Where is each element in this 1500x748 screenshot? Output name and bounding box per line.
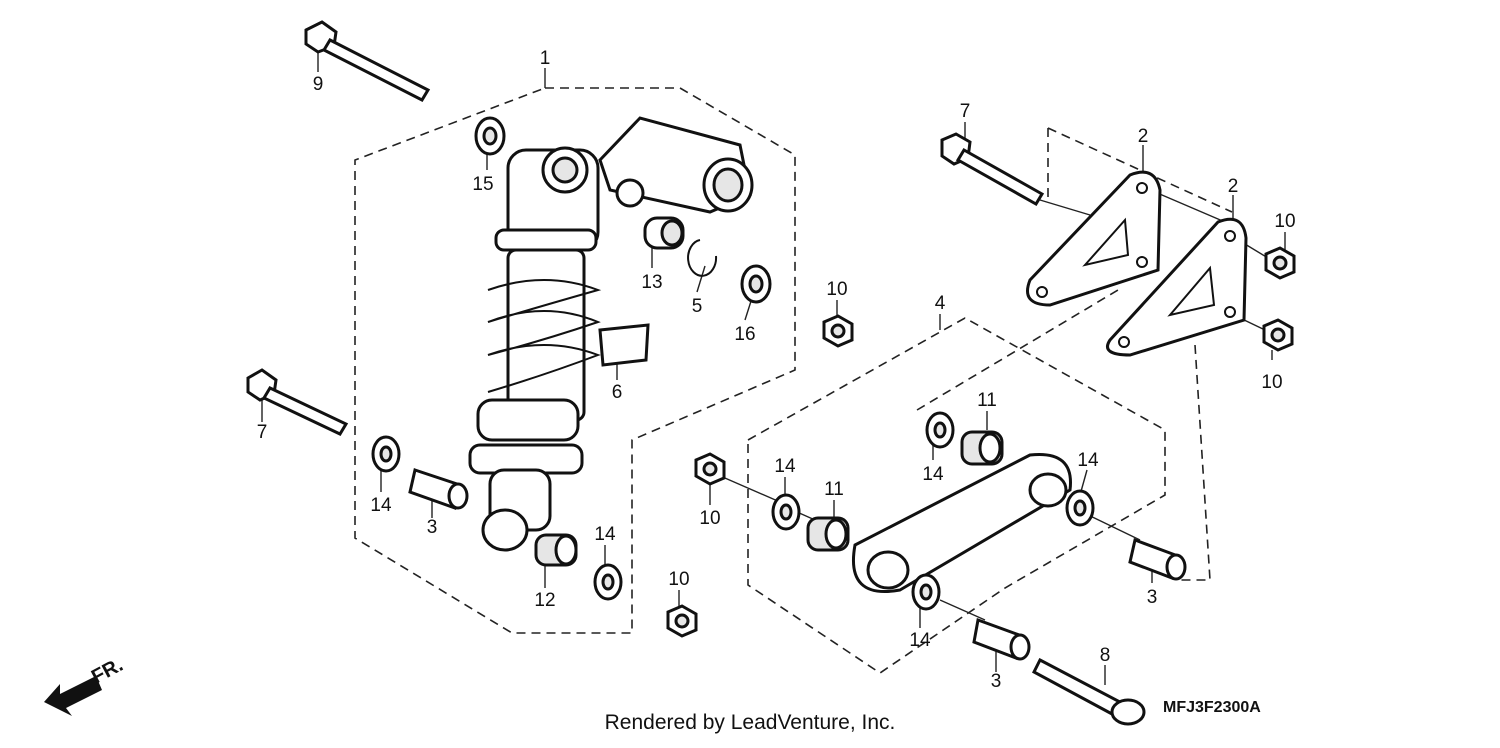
part-label: 10 [668, 569, 689, 590]
bolt-7-right-icon [940, 132, 1045, 207]
seal-14-d-icon [771, 493, 801, 531]
part-label: 7 [257, 422, 268, 443]
part-label: 13 [641, 272, 662, 293]
part-label: 14 [370, 495, 392, 516]
part-label: 14 [922, 464, 944, 485]
bracket-outline [1047, 127, 1233, 581]
bearing-11-b-icon [806, 516, 850, 552]
seal-15-icon [474, 116, 506, 156]
nut-10-c-icon [694, 452, 726, 486]
leader-lines [261, 48, 1286, 685]
nut-10-e-icon [1262, 318, 1294, 352]
part-label: 10 [699, 508, 720, 529]
seal-16-icon [740, 264, 772, 304]
nut-10-b-icon [666, 604, 698, 638]
part-label: 14 [774, 456, 796, 477]
part-label: 14 [1077, 450, 1099, 471]
collar-3-a-icon [408, 468, 469, 510]
part-label: 14 [909, 630, 931, 651]
part-label: 7 [960, 101, 971, 122]
seal-14-c-icon [925, 411, 955, 449]
shock-absorber-icon [468, 116, 754, 552]
front-arrow-icon: FR. [44, 654, 127, 716]
shock-assembly-outline [354, 87, 796, 634]
circlip-5-icon [687, 239, 718, 277]
part-label: 12 [534, 590, 555, 611]
part-label: 11 [824, 479, 844, 500]
nut-10-d-icon [1264, 246, 1296, 280]
bolt-7-left-icon [246, 368, 349, 436]
seal-14-b-icon [593, 563, 623, 601]
collar-3-b-icon [1128, 537, 1187, 581]
bushing-13-icon [643, 216, 685, 250]
seal-14-a-icon [371, 435, 401, 473]
diagram-code: MFJ3F2300A [1163, 699, 1261, 716]
seal-14-f-icon [911, 573, 941, 611]
part-label: 5 [692, 296, 703, 317]
part-label: 3 [1147, 587, 1158, 608]
part-label: 3 [427, 517, 438, 538]
bolt-8-icon [1032, 657, 1146, 726]
part-label: 6 [612, 382, 623, 403]
part-label: 1 [540, 48, 551, 69]
part-label: 10 [826, 279, 847, 300]
bracket-2-a-icon [1026, 170, 1162, 307]
link-assembly-outline [747, 317, 1166, 674]
seal-14-e-icon [1065, 489, 1095, 527]
part-label: 8 [1100, 645, 1111, 666]
part-label: 2 [1138, 126, 1149, 147]
part-labels: 1 2 2 3 3 3 4 5 6 7 7 8 9 10 10 10 10 10… [257, 48, 1296, 692]
bearing-11-a-icon [960, 430, 1004, 466]
part-label: 9 [313, 74, 324, 95]
label-plate-6-icon [598, 323, 650, 367]
part-label: 4 [935, 293, 946, 314]
link-4-icon [852, 452, 1072, 593]
bearing-12-icon [534, 533, 578, 567]
nut-10-a-icon [822, 314, 854, 348]
link-inner-outline [916, 289, 1119, 411]
part-label: 10 [1274, 211, 1295, 232]
part-label: 11 [977, 390, 997, 411]
bracket-2-b-icon [1106, 217, 1248, 357]
bolt-9-icon [304, 20, 431, 102]
part-label: 14 [594, 524, 616, 545]
part-label: 15 [472, 174, 493, 195]
part-label: 10 [1261, 372, 1282, 393]
part-label: 2 [1228, 176, 1239, 197]
collar-3-c-icon [972, 617, 1031, 661]
part-label: 16 [734, 324, 755, 345]
part-label: 3 [991, 671, 1002, 692]
footer-credit: Rendered by LeadVenture, Inc. [605, 711, 896, 734]
